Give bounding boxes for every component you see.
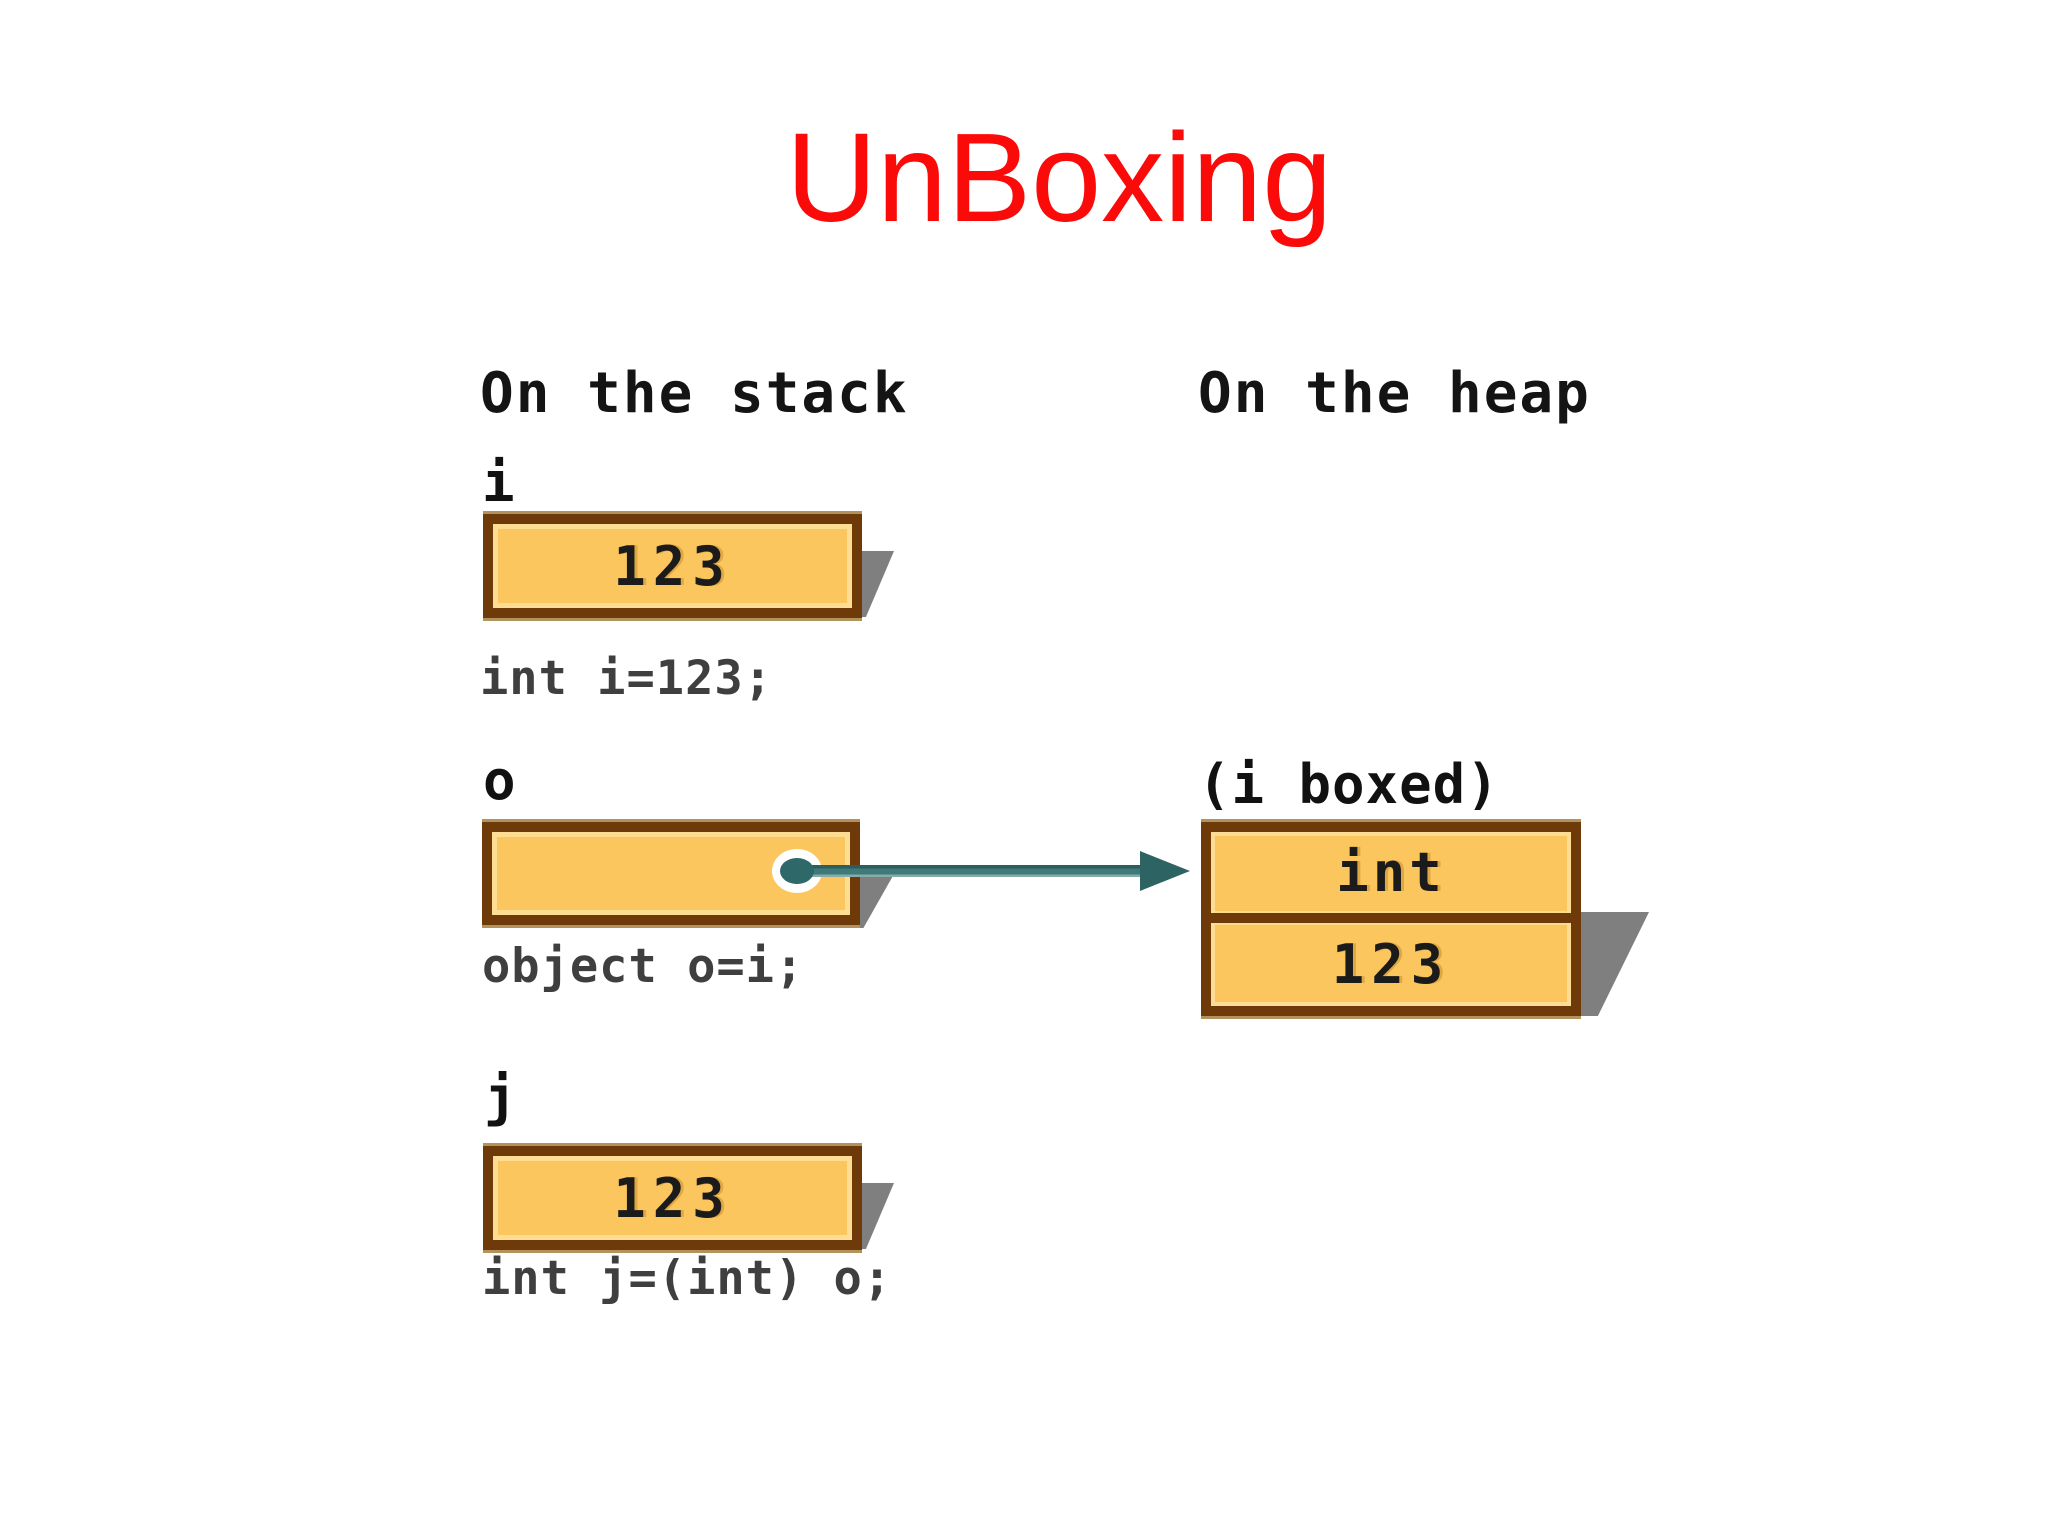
code-line-o: object o=i; <box>482 939 805 994</box>
reference-dot-icon <box>780 858 814 884</box>
stack-box-i-value: 123 <box>613 534 732 598</box>
heap-box: int 123 <box>1201 822 1581 1016</box>
heap-box-value-row: 123 <box>1331 933 1451 996</box>
code-line-j: int j=(int) o; <box>482 1251 893 1306</box>
stack-box-i: 123 <box>483 514 862 618</box>
heap-box-divider <box>1211 913 1571 923</box>
heap-column-header: On the heap <box>1198 361 1591 426</box>
page-title: UnBoxing <box>786 107 1333 248</box>
reference-arrow-line <box>797 865 1142 877</box>
heap-box-type-row: int <box>1336 841 1446 904</box>
variable-label-i: i <box>482 451 515 514</box>
box-shadow-j <box>861 1183 894 1249</box>
stack-box-j: 123 <box>483 1146 862 1250</box>
variable-label-o: o <box>483 749 516 812</box>
box-shadow-i <box>861 551 894 617</box>
box-shadow-heap <box>1579 912 1649 1016</box>
right-arrow-icon <box>1140 851 1190 891</box>
code-line-i: int i=123; <box>480 651 773 706</box>
stack-column-header: On the stack <box>480 361 909 426</box>
box-shadow-o <box>858 874 894 928</box>
variable-label-j: j <box>484 1065 517 1128</box>
stack-box-j-value: 123 <box>613 1166 732 1230</box>
heap-box-label: (i boxed) <box>1198 753 1500 816</box>
